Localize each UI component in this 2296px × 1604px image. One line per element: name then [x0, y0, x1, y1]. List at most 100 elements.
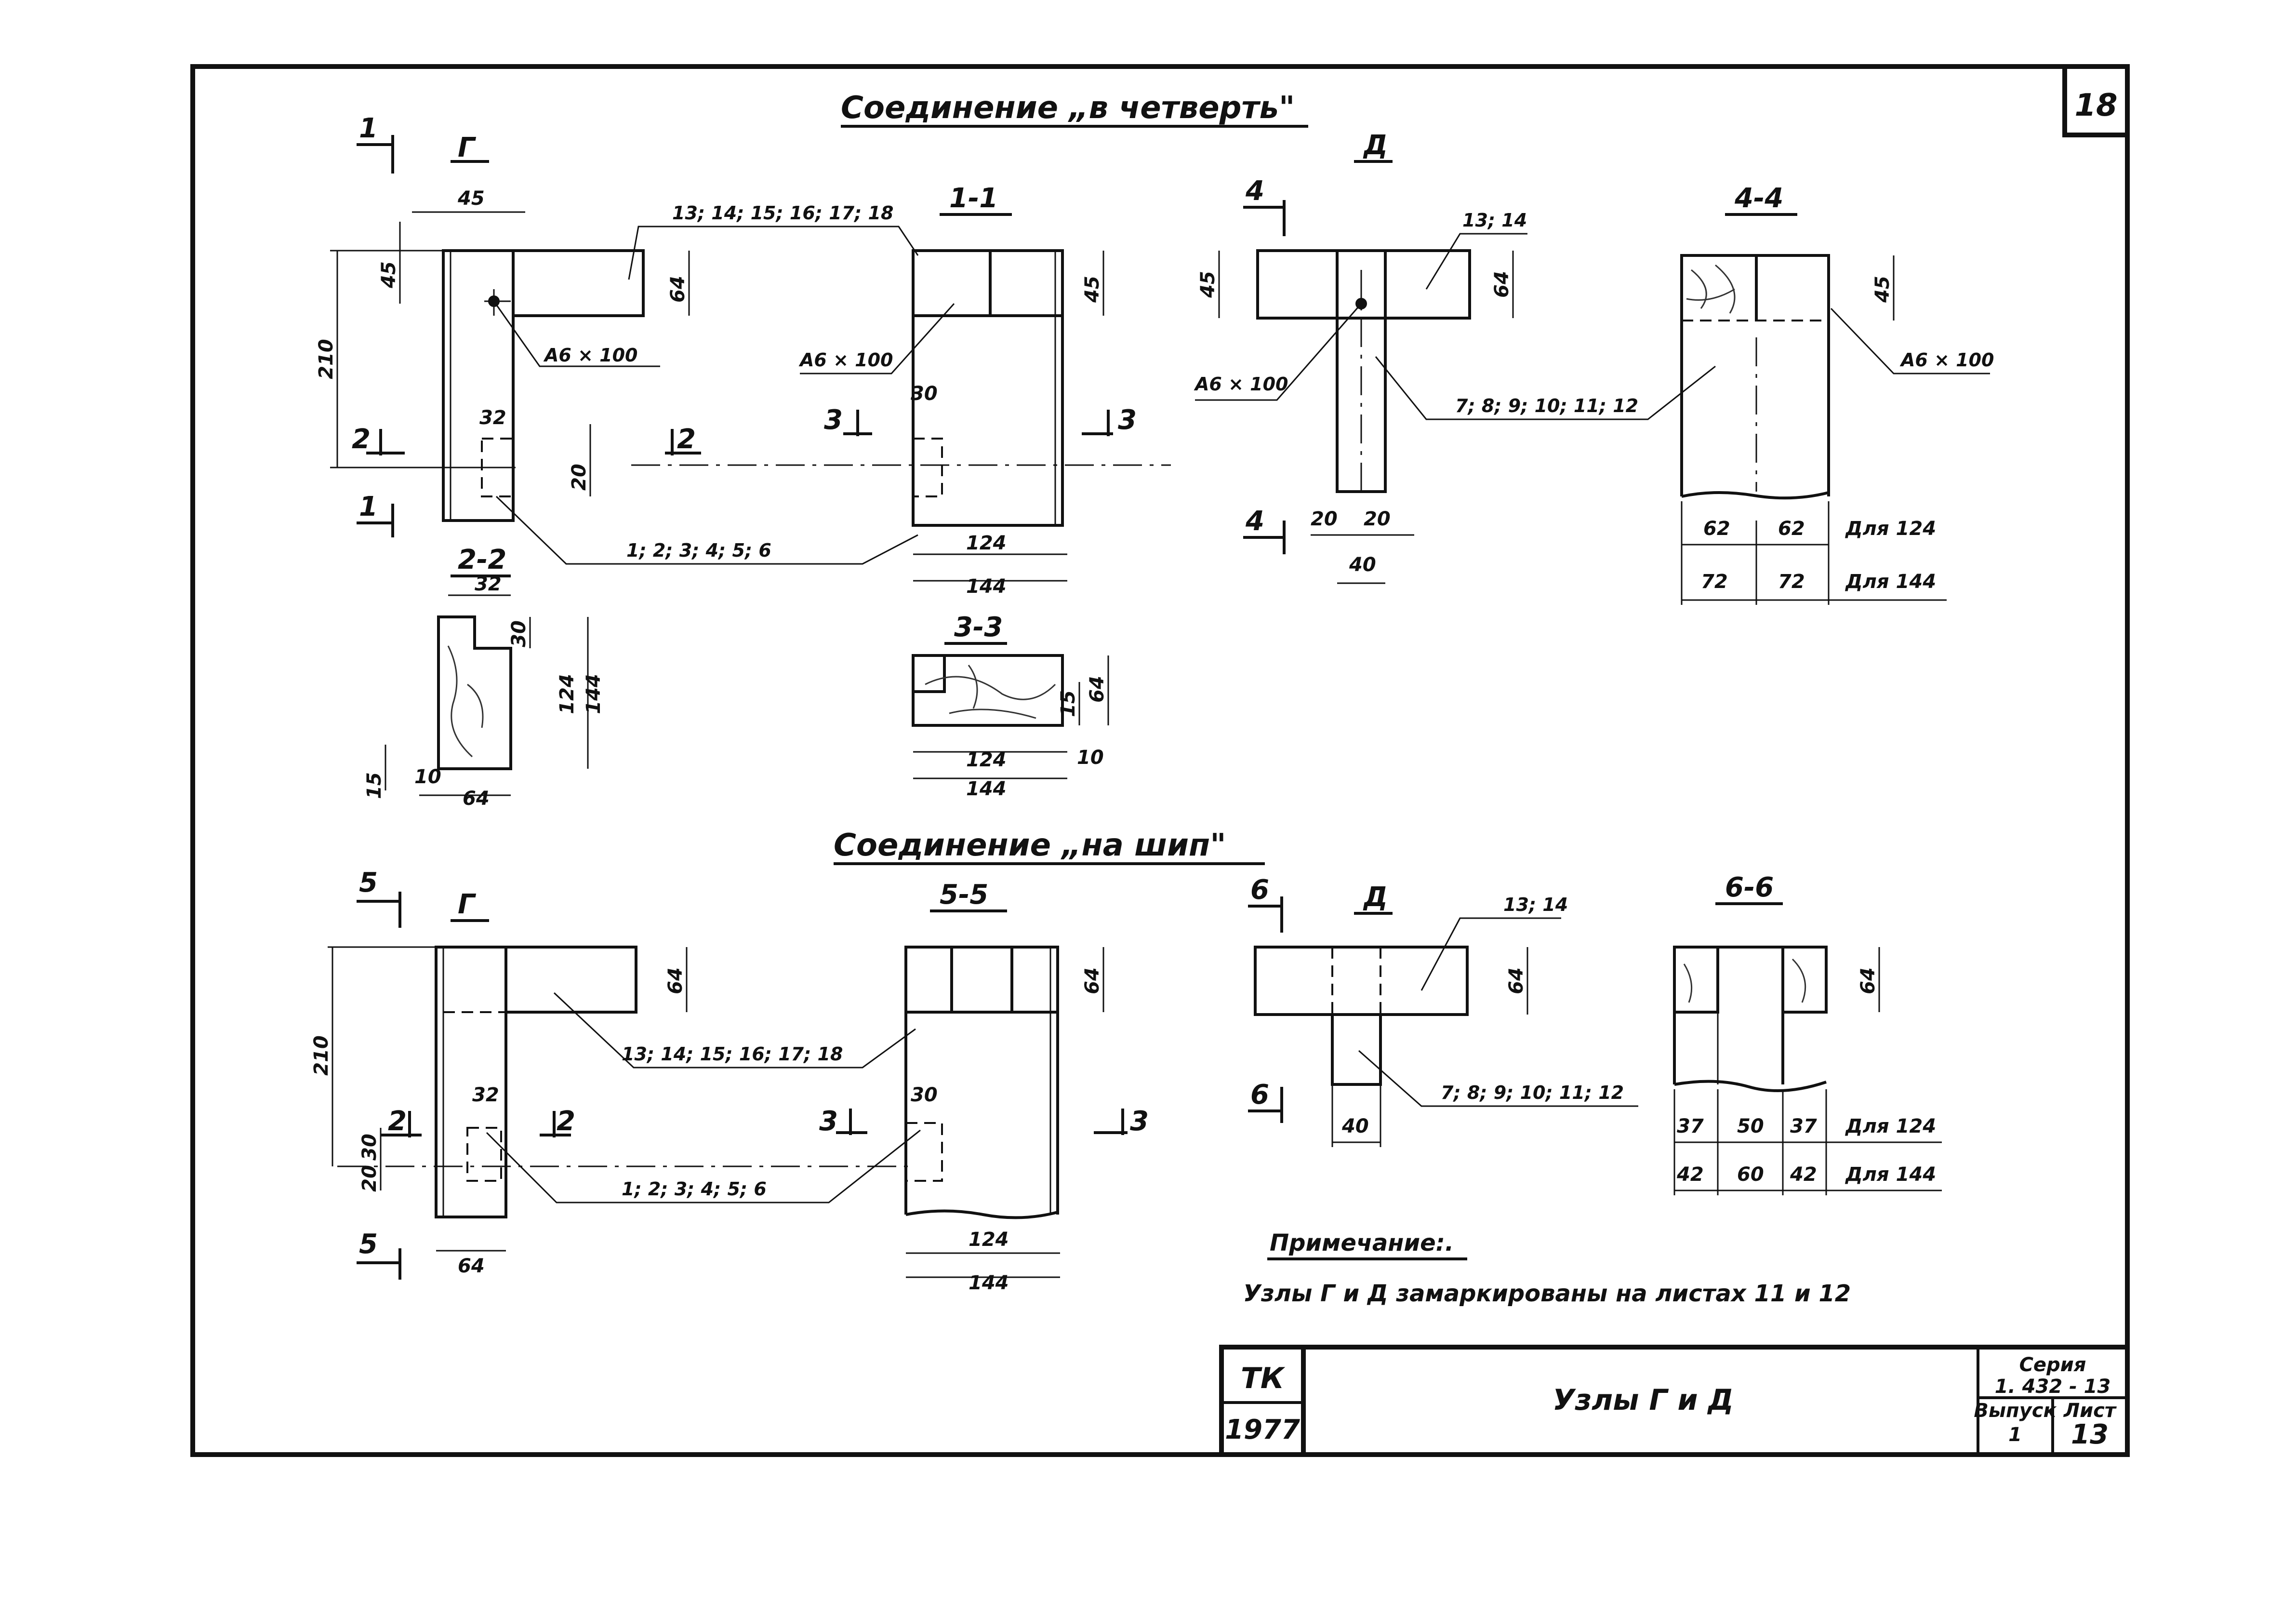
svg-text:37: 37	[1677, 1115, 1704, 1137]
dims-d-tenon: 64 40	[1331, 947, 1528, 1147]
cut-mark-1-bottom: 1	[357, 491, 394, 537]
svg-text:144: 144	[966, 575, 1007, 598]
cut-mark-3-bottom-right: 3	[1094, 1106, 1149, 1137]
svg-text:1: 1	[359, 491, 378, 522]
cut-mark-5-bottom: 5	[357, 1229, 401, 1280]
section-label-5-5: 5-5	[940, 879, 988, 910]
section-label-1-1: 1-1	[949, 183, 998, 214]
section-6-6	[1673, 946, 1828, 1092]
svg-text:64: 64	[1086, 676, 1108, 703]
svg-text:7; 8; 9; 10; 11; 12: 7; 8; 9; 10; 11; 12	[1441, 1082, 1624, 1103]
leader-nail-1-1: А6 × 100	[798, 303, 955, 374]
svg-text:30: 30	[911, 1084, 938, 1106]
svg-text:72: 72	[1701, 571, 1728, 593]
node-d-tenon	[1254, 946, 1469, 1086]
svg-text:2: 2	[557, 1106, 575, 1137]
cut-mark-2-left: 2	[352, 424, 405, 455]
dims-g-tenon: 210 64 32 30 20 64	[310, 947, 688, 1277]
svg-text:13; 14: 13; 14	[1462, 210, 1527, 231]
leader-parts-bottom: 1; 2; 3; 4; 5; 6	[495, 495, 918, 565]
svg-text:20: 20	[358, 1165, 381, 1192]
leader-nail-4-4: А6 × 100	[1830, 307, 1994, 374]
sheet-value: 13	[2071, 1419, 2109, 1450]
dims-d-quarter: 45 64 20 20 40	[1197, 251, 1514, 584]
svg-text:13; 14: 13; 14	[1503, 894, 1568, 915]
svg-text:13; 14; 15; 16; 17; 18: 13; 14; 15; 16; 17; 18	[622, 1043, 843, 1065]
dims-section-1-1: 45 124 144 30	[911, 251, 1104, 598]
svg-text:1; 2; 3; 4; 5; 6: 1; 2; 3; 4; 5; 6	[622, 1178, 767, 1200]
svg-text:72: 72	[1778, 571, 1805, 593]
svg-text:32: 32	[472, 1084, 499, 1106]
title-block-year: 1977	[1225, 1414, 1300, 1445]
svg-text:64: 64	[1857, 967, 1879, 994]
cut-mark-3-bottom-left: 3	[819, 1106, 867, 1137]
node-g-tenon	[328, 946, 916, 1218]
issue-label: Выпуск	[1974, 1400, 2057, 1422]
cut-mark-1-top: 1	[357, 113, 394, 174]
dims-section-4-4: 45 62 62 Для 124 72 72 Для 144	[1681, 255, 1947, 605]
svg-text:Для 144: Для 144	[1845, 571, 1936, 593]
svg-text:50: 50	[1737, 1115, 1764, 1137]
leader-nail-d: А6 × 100	[1194, 303, 1362, 401]
sheet-number: 18	[2074, 88, 2117, 123]
svg-text:20: 20	[568, 464, 590, 491]
section-label-3-3: 3-3	[954, 612, 1003, 643]
section-label-4-4: 4-4	[1734, 183, 1783, 214]
svg-text:45: 45	[1197, 271, 1219, 298]
svg-text:62: 62	[1703, 518, 1730, 540]
section-1-1	[912, 249, 1064, 527]
svg-text:Для 124: Для 124	[1845, 518, 1936, 540]
series-label: Серия	[2019, 1354, 2086, 1376]
svg-text:144: 144	[583, 674, 605, 714]
title-block-org: ТК	[1241, 1362, 1286, 1395]
section-label-2-2: 2-2	[458, 544, 506, 575]
svg-text:5: 5	[359, 1229, 378, 1260]
dims-section-5-5: 64 30 124 144	[906, 947, 1104, 1294]
leader-parts-bottom-tenon: 1; 2; 3; 4; 5; 6	[486, 1129, 921, 1203]
sheet-frame	[190, 64, 2130, 1457]
dims-g-quarter: 210 45 45 64 32 20	[315, 187, 690, 496]
cut-mark-3-left: 3	[824, 404, 872, 436]
section-3-3	[912, 654, 1064, 727]
svg-text:210: 210	[310, 1035, 332, 1076]
view-label-d: Д	[1363, 130, 1388, 161]
section-label-6-6: 6-6	[1725, 872, 1774, 903]
svg-text:А6 × 100: А6 × 100	[1194, 374, 1288, 395]
svg-text:124: 124	[966, 749, 1007, 771]
note-text: Узлы Г и Д замаркированы на листах 11 и …	[1243, 1280, 1851, 1307]
svg-text:32: 32	[475, 573, 502, 595]
svg-text:5: 5	[359, 867, 378, 898]
svg-text:3: 3	[1130, 1106, 1149, 1137]
leader-nail-g: А6 × 100	[493, 301, 660, 367]
svg-text:64: 64	[458, 1255, 485, 1277]
svg-text:124: 124	[556, 674, 578, 714]
svg-text:40: 40	[1341, 1115, 1369, 1137]
svg-text:144: 144	[966, 778, 1007, 800]
svg-text:3: 3	[824, 404, 843, 436]
svg-text:64: 64	[1505, 967, 1527, 994]
svg-text:7; 8; 9; 10; 11; 12: 7; 8; 9; 10; 11; 12	[1455, 395, 1638, 416]
leader-parts-d-tenon: 13; 14	[1420, 894, 1568, 991]
cut-mark-2-bottom-left: 2	[381, 1106, 422, 1137]
node-g-quarter	[330, 249, 645, 522]
svg-text:1: 1	[359, 113, 378, 144]
svg-text:2: 2	[677, 424, 696, 455]
cut-mark-6-top: 6	[1248, 874, 1283, 933]
cut-mark-4-bottom: 4	[1243, 506, 1286, 554]
view-label-g: Г	[458, 889, 477, 920]
svg-text:30: 30	[911, 383, 938, 405]
cut-mark-5-top: 5	[357, 867, 401, 928]
svg-text:3: 3	[1118, 404, 1137, 436]
issue-value: 1	[2008, 1424, 2022, 1446]
series-value: 1. 432 - 13	[1995, 1376, 2111, 1398]
leader-parts-d: 13; 14	[1425, 210, 1527, 290]
node-d-quarter	[1256, 249, 1471, 493]
leader-parts-top-tenon: 13; 14; 15; 16; 17; 18	[553, 992, 916, 1069]
svg-text:144: 144	[969, 1272, 1009, 1294]
svg-text:А6 × 100: А6 × 100	[798, 349, 893, 371]
svg-text:2: 2	[388, 1106, 407, 1137]
svg-text:124: 124	[966, 532, 1007, 554]
cut-mark-6-bottom: 6	[1248, 1079, 1283, 1123]
section-5-5	[904, 946, 1059, 1219]
